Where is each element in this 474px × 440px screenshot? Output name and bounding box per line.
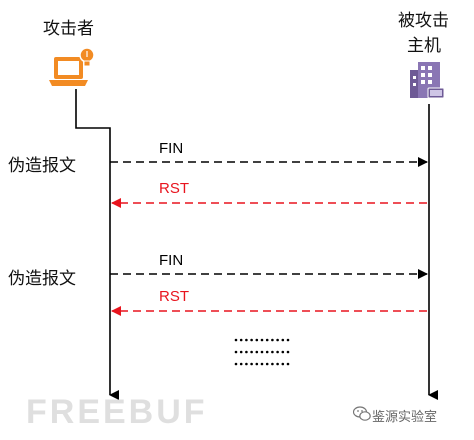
continuation-dot bbox=[250, 338, 253, 342]
continuation-dot bbox=[255, 350, 259, 354]
continuation-dot bbox=[286, 338, 290, 342]
rst-label: RST bbox=[159, 288, 189, 305]
continuation-dot bbox=[239, 338, 243, 342]
fin-label: FIN bbox=[159, 140, 184, 157]
victim-label-line2: 主机 bbox=[407, 36, 441, 56]
continuation-dot bbox=[260, 338, 264, 342]
continuation-dot bbox=[276, 350, 279, 354]
continuation-dots bbox=[234, 338, 290, 366]
continuation-dot bbox=[265, 350, 269, 354]
continuation-dot bbox=[281, 350, 285, 354]
continuation-dot bbox=[239, 350, 243, 354]
wechat-icon bbox=[353, 406, 371, 421]
server-building-icon bbox=[410, 62, 445, 99]
continuation-dot bbox=[239, 362, 243, 366]
continuation-dot bbox=[271, 362, 274, 366]
rst-label: RST bbox=[159, 180, 189, 197]
continuation-dot bbox=[255, 362, 259, 366]
continuation-dot bbox=[245, 362, 248, 366]
forged-packet-label: 伪造报文 bbox=[8, 269, 76, 289]
fin-label: FIN bbox=[159, 252, 184, 269]
continuation-dot bbox=[265, 362, 269, 366]
continuation-dot bbox=[245, 350, 248, 354]
wechat-account-watermark: 鉴源实验室 bbox=[372, 410, 438, 425]
continuation-dot bbox=[260, 350, 264, 354]
forged-packet-label: 伪造报文 bbox=[8, 156, 76, 176]
continuation-dot bbox=[250, 350, 253, 354]
continuation-dot bbox=[281, 362, 285, 366]
continuation-dot bbox=[245, 338, 248, 342]
attacker-label: 攻击者 bbox=[43, 19, 94, 39]
continuation-dot bbox=[286, 350, 290, 354]
continuation-dot bbox=[234, 338, 238, 342]
freebuf-watermark: FREEBUF bbox=[26, 393, 208, 431]
continuation-dot bbox=[265, 338, 269, 342]
continuation-dot bbox=[250, 362, 253, 366]
continuation-dot bbox=[276, 362, 279, 366]
continuation-dot bbox=[271, 350, 274, 354]
continuation-dot bbox=[260, 362, 264, 366]
laptop-with-lightbulb-icon bbox=[49, 47, 95, 86]
continuation-dot bbox=[234, 362, 238, 366]
continuation-dot bbox=[281, 338, 285, 342]
continuation-dot bbox=[276, 338, 279, 342]
victim-label-line1: 被攻击 bbox=[398, 11, 449, 31]
attacker-lifeline bbox=[75, 89, 119, 400]
continuation-dot bbox=[234, 350, 238, 354]
continuation-dot bbox=[286, 362, 290, 366]
continuation-dot bbox=[271, 338, 274, 342]
continuation-dot bbox=[255, 338, 259, 342]
